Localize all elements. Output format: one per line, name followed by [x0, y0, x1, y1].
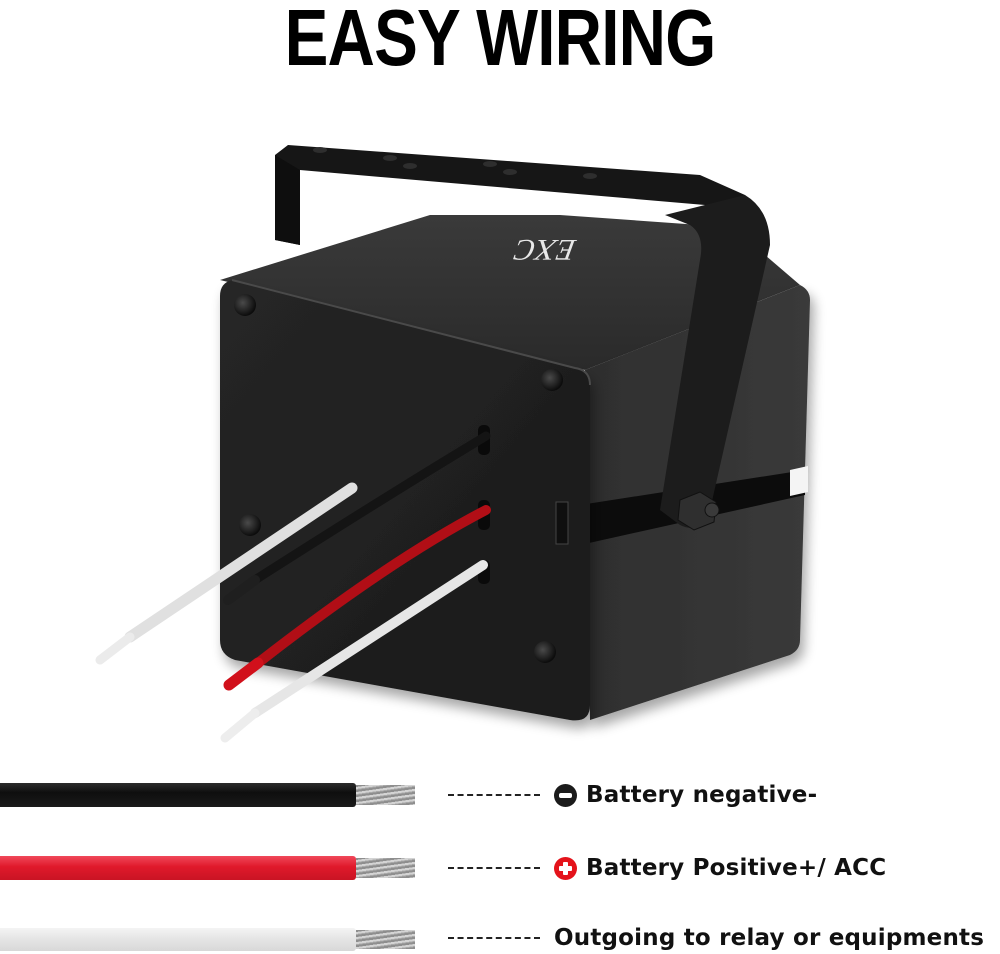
wire-red — [223, 505, 491, 691]
cable-strands — [356, 858, 415, 878]
brand-logo-text: EXC — [508, 233, 580, 267]
dashed-leader-line — [448, 937, 540, 939]
brand-logo: EXC — [508, 233, 580, 267]
mounting-bracket — [275, 145, 770, 255]
screw — [239, 514, 261, 536]
cable-jacket — [0, 783, 356, 807]
screws — [234, 294, 563, 663]
cable-jacket — [0, 928, 356, 951]
screw — [534, 641, 556, 663]
cable-jacket — [0, 856, 356, 880]
legend-label: Battery Positive+/ ACC — [586, 855, 887, 881]
legend-label: Battery negative- — [586, 782, 818, 808]
bracket-bolt — [677, 491, 720, 531]
dashed-leader-line — [448, 794, 540, 796]
screw — [541, 369, 563, 391]
wire-white-lower — [220, 560, 488, 743]
cable-strands — [356, 785, 415, 805]
wires — [95, 431, 491, 743]
product-illustration: EXC — [95, 145, 810, 743]
screw — [234, 294, 256, 316]
wire-black — [223, 431, 491, 605]
cable-strands — [356, 930, 415, 949]
legend-row-negative: Battery negative- — [0, 780, 1000, 810]
page-title: EASY WIRING — [284, 0, 717, 82]
dashed-leader-line — [448, 867, 540, 869]
wire-white-upper — [95, 482, 358, 665]
legend-label: Outgoing to relay or equipments — [554, 925, 985, 951]
legend-row-outgoing: Outgoing to relay or equipments — [0, 923, 1000, 953]
bracket-holes — [313, 147, 597, 179]
minus-circle-icon — [554, 784, 577, 807]
plus-circle-icon — [554, 857, 577, 880]
legend-row-positive: Battery Positive+/ ACC — [0, 853, 1000, 883]
